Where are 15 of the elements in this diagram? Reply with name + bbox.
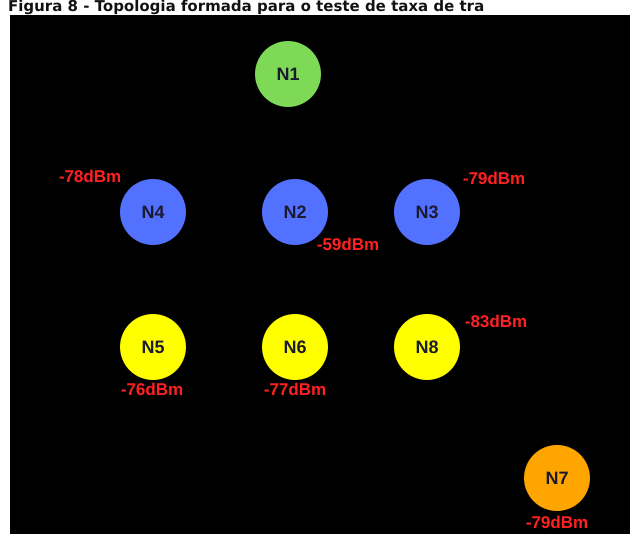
node-label: N6 <box>283 336 306 358</box>
signal-strength-label: -79dBm <box>526 513 588 533</box>
node-label: N2 <box>283 202 306 222</box>
signal-strength-label: -76dBm <box>120 380 184 400</box>
node-label: N4 <box>141 202 164 222</box>
signal-strength-label: -78dBm <box>58 167 122 187</box>
node-label: N3 <box>415 202 438 222</box>
signal-strength-label: -77dBm <box>264 380 326 400</box>
node-label: N5 <box>141 336 164 358</box>
node-label: N8 <box>415 336 438 358</box>
signal-strength-label: -83dBm <box>464 312 528 332</box>
signal-strength-label: -59dBm <box>316 235 380 255</box>
node-label: N7 <box>545 468 568 488</box>
signal-strength-label: -79dBm <box>462 169 526 189</box>
node-label: N1 <box>276 64 300 84</box>
